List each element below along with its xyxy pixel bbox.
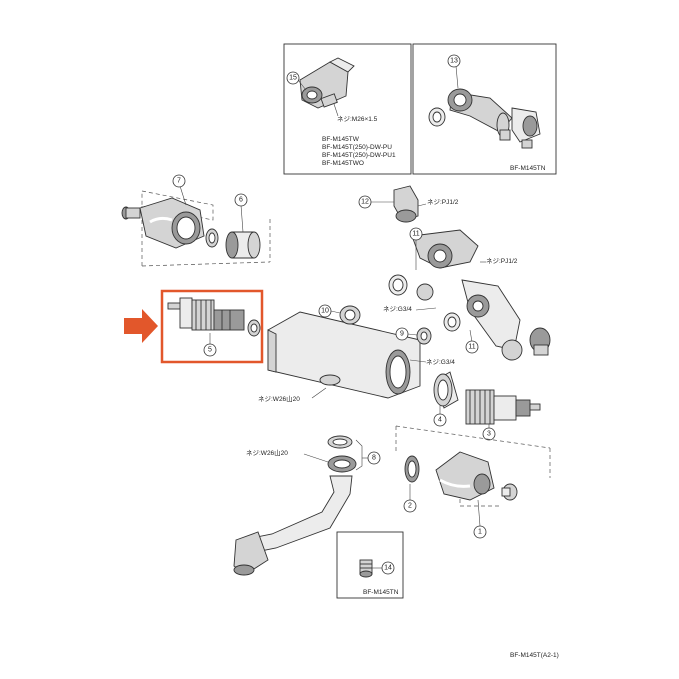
svg-text:8: 8	[372, 455, 376, 462]
faucet-main-body	[267, 311, 421, 399]
note-w26-upper: ネジ:W26山20	[258, 394, 300, 403]
note-w26-lower: ネジ:W26山20	[246, 448, 288, 457]
note-w26-upper-group: ネジ:W26山20	[258, 387, 327, 403]
screw-part	[121, 206, 141, 220]
callout-11-lower: 11	[465, 340, 479, 354]
callout-2: 2	[403, 499, 417, 513]
callout-14: 14	[381, 561, 395, 575]
callout-9: 9	[395, 327, 409, 341]
model-label-box14: BF-M145TN	[363, 589, 399, 596]
inset-box-part-14: 14 BF-M145TN	[336, 531, 404, 599]
svg-text:2: 2	[408, 503, 412, 510]
callout-7: 7	[172, 174, 186, 188]
model-label-2: BF-M145T(250)-DW-PU	[322, 144, 392, 151]
part-1-group: 2 1	[395, 425, 551, 539]
callout-5: 5	[203, 343, 217, 357]
part-3-cartridge: 3	[465, 389, 541, 441]
part-12-elbow: 12 ネジ:PJ1/2	[358, 185, 459, 223]
spout	[233, 475, 353, 576]
part-2-ring	[404, 455, 420, 483]
inset-box-part-13: 13 BF-M145TN	[412, 43, 557, 175]
note-m26: ネジ:M26×1.5	[337, 115, 378, 123]
model-label-box13: BF-M145TN	[510, 165, 546, 172]
inset-box-part-15: 15 ネジ:M26×1.5 BF-M145TW BF-M145T(250)-DW…	[283, 43, 412, 175]
part-5-highlight: 5	[124, 289, 264, 364]
part-7-handle	[139, 197, 205, 249]
svg-text:3: 3	[487, 431, 491, 438]
callout-3: 3	[482, 427, 496, 441]
callout-11-upper: 11	[409, 227, 423, 241]
svg-text:6: 6	[239, 197, 243, 204]
part-8-group: 8 ネジ:W26山20	[246, 435, 381, 473]
svg-text:15: 15	[289, 75, 297, 82]
part-10-nut: 10	[318, 304, 361, 325]
callout-6: 6	[234, 193, 248, 207]
svg-text:10: 10	[321, 308, 329, 315]
svg-text:9: 9	[400, 331, 404, 338]
callout-12: 12	[358, 195, 372, 209]
right-bracket-assembly: 11 11 ネジ:PJ1/2 ネジ:G3/4	[383, 227, 551, 361]
callout-13: 13	[447, 54, 461, 68]
part-6-cap	[225, 231, 261, 259]
part-9-nut: 9 ネジ:G3/4	[395, 327, 455, 366]
svg-text:13: 13	[450, 58, 458, 65]
svg-text:11: 11	[468, 344, 475, 351]
highlight-box	[160, 289, 264, 364]
part-15-drawing	[299, 57, 355, 109]
part-1-handle	[435, 451, 518, 501]
note-g34-lower: ネジ:G3/4	[426, 358, 455, 366]
callout-10: 10	[318, 304, 332, 318]
svg-text:7: 7	[177, 178, 181, 185]
svg-text:14: 14	[384, 565, 392, 572]
part-14-aerator	[359, 559, 373, 578]
svg-text:5: 5	[208, 347, 212, 354]
svg-text:12: 12	[361, 199, 369, 206]
callout-8: 8	[367, 451, 381, 465]
model-label-3: BF-M145T(250)-DW-PU1	[322, 152, 396, 159]
note-pj-right: ネジ:PJ1/2	[486, 257, 518, 265]
ring-small	[205, 228, 219, 248]
model-label-4: BF-M145TWO	[322, 160, 364, 167]
part-4-ring: 4	[433, 371, 459, 427]
note-g34-upper: ネジ:G3/4	[383, 305, 412, 313]
part-7-group: 7 6	[121, 174, 271, 267]
footer-code: BF-M145T(A2-1)	[510, 652, 559, 659]
callout-15: 15	[286, 71, 300, 85]
svg-text:1: 1	[478, 529, 482, 536]
note-pj-top: ネジ:PJ1/2	[427, 198, 459, 206]
part-13-drawing	[428, 88, 541, 149]
part-5-cartridge	[167, 297, 261, 337]
svg-text:4: 4	[438, 417, 442, 424]
model-label-1: BF-M145TW	[322, 136, 360, 143]
callout-4: 4	[433, 413, 447, 427]
callout-1: 1	[473, 525, 487, 539]
svg-text:11: 11	[412, 231, 419, 238]
